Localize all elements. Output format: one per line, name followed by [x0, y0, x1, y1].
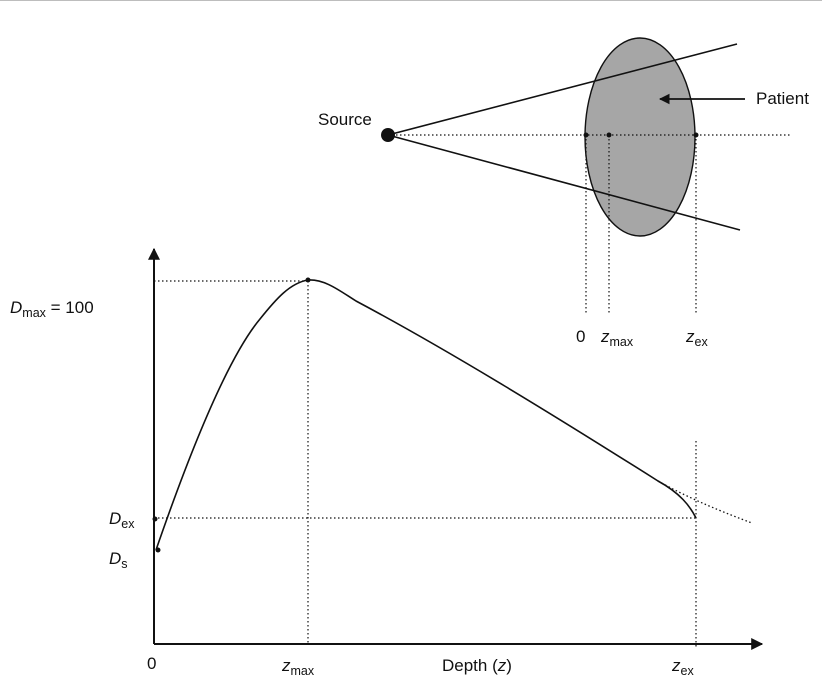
ds-label: Ds: [109, 549, 128, 571]
dmax-label: Dmax = 100: [10, 298, 94, 320]
peak-dose-point: [305, 277, 311, 283]
x-zex-label: zex: [671, 656, 694, 678]
x-axis-title: Depth (z): [442, 656, 512, 675]
patient-body: [584, 37, 696, 237]
ds-axis-point: [155, 547, 161, 553]
entry-mark-label: 0: [576, 327, 585, 346]
source-label: Source: [318, 110, 372, 129]
beam-lower-edge: [387, 134, 741, 231]
dose-extrapolation: [657, 480, 753, 524]
beam-upper-edge: [387, 43, 738, 136]
x-origin-label: 0: [147, 654, 156, 673]
zex-mark-label: zex: [685, 327, 708, 349]
source-point: [381, 128, 395, 142]
beam-schematic: Source Patient 0 zmax zex: [318, 37, 809, 349]
x-zmax-label: zmax: [281, 656, 315, 678]
patient-label: Patient: [756, 89, 809, 108]
depth-dose-curve: [155, 279, 697, 551]
dex-label: Dex: [109, 509, 135, 531]
depth-dose-graph: Dmax = 100 Dex Ds 0 zmax Depth (z) zex: [10, 247, 764, 678]
dex-axis-point: [152, 516, 158, 522]
zmax-mark-label: zmax: [600, 327, 634, 349]
